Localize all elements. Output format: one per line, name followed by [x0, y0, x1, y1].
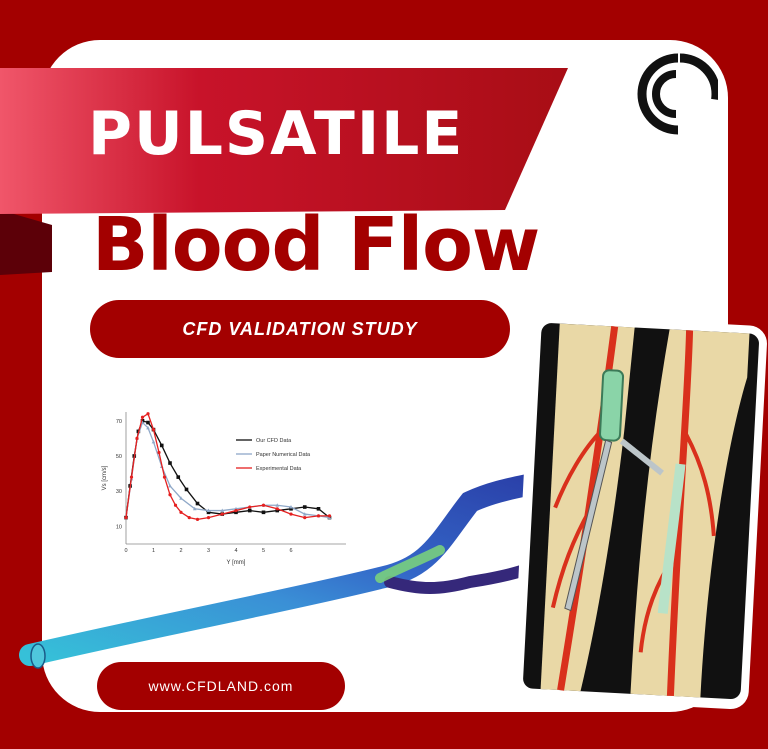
data-point: [261, 503, 266, 507]
data-point: [146, 412, 150, 416]
title-ribbon: [0, 68, 568, 275]
data-point: [157, 450, 161, 455]
data-point: [206, 516, 211, 520]
x-tick-label: 2: [179, 548, 182, 554]
data-point: [206, 508, 211, 513]
data-point: [173, 503, 178, 507]
data-point: [302, 505, 307, 509]
legend-label: Paper Numerical Data: [256, 452, 311, 458]
data-point: [234, 510, 238, 515]
data-point: [168, 461, 172, 465]
x-tick-label: 6: [289, 548, 292, 554]
data-point: [146, 420, 150, 425]
data-point: [261, 510, 266, 515]
data-point: [168, 483, 172, 488]
cfdland-c-logo-icon: [637, 53, 718, 135]
data-point: [135, 436, 139, 440]
data-point: [192, 506, 197, 511]
data-point: [275, 508, 280, 513]
y-tick-label: 10: [116, 524, 122, 530]
y-tick-label: 70: [116, 419, 122, 425]
data-point: [124, 516, 128, 520]
data-point: [327, 514, 332, 518]
data-point: [195, 517, 200, 521]
data-point: [248, 505, 252, 509]
data-point: [316, 507, 321, 511]
data-point: [184, 487, 189, 492]
data-point: [289, 512, 293, 516]
legend-label: Our CFD Data: [256, 438, 292, 444]
data-point: [179, 510, 183, 514]
data-point: [159, 443, 164, 448]
data-point: [146, 425, 150, 430]
data-point: [220, 512, 224, 516]
data-point: [316, 514, 321, 518]
x-tick-label: 0: [124, 548, 127, 554]
y-tick-label: 30: [116, 489, 122, 495]
x-tick-label: 5: [262, 548, 265, 554]
title-line-2: Blood Flow: [92, 202, 540, 288]
legend-label: Experimental Data: [256, 466, 302, 472]
data-point: [234, 508, 238, 513]
data-point: [179, 496, 183, 500]
data-point: [303, 516, 307, 520]
leg-arteries-stent-illustration: [513, 315, 767, 710]
data-point: [275, 507, 279, 511]
data-point: [168, 493, 172, 497]
y-axis-label: Vs [cm/s]: [102, 465, 108, 490]
x-tick-label: 3: [207, 548, 210, 554]
data-point: [275, 503, 280, 507]
data-point: [289, 507, 293, 511]
y-tick-label: 50: [116, 454, 122, 460]
data-point: [176, 475, 181, 479]
subtitle-pill: CFD VALIDATION STUDY: [90, 300, 510, 358]
title-line-1: PULSATILE: [88, 99, 465, 169]
data-point: [220, 508, 225, 513]
data-point: [162, 475, 167, 479]
x-tick-label: 4: [234, 548, 237, 554]
data-point: [151, 428, 156, 432]
data-point: [289, 505, 293, 509]
data-point: [206, 510, 211, 515]
data-point: [247, 508, 252, 513]
vessel-cfd-image: [19, 469, 559, 669]
data-point: [187, 516, 191, 520]
data-point: [129, 475, 134, 479]
data-point: [195, 501, 200, 506]
data-point: [140, 415, 145, 419]
x-tick-label: 1: [152, 548, 155, 554]
data-point: [302, 512, 307, 516]
x-axis-label: Y [mm]: [227, 560, 246, 566]
data-point: [151, 439, 156, 444]
website-link[interactable]: www.CFDLAND.com: [97, 662, 345, 710]
